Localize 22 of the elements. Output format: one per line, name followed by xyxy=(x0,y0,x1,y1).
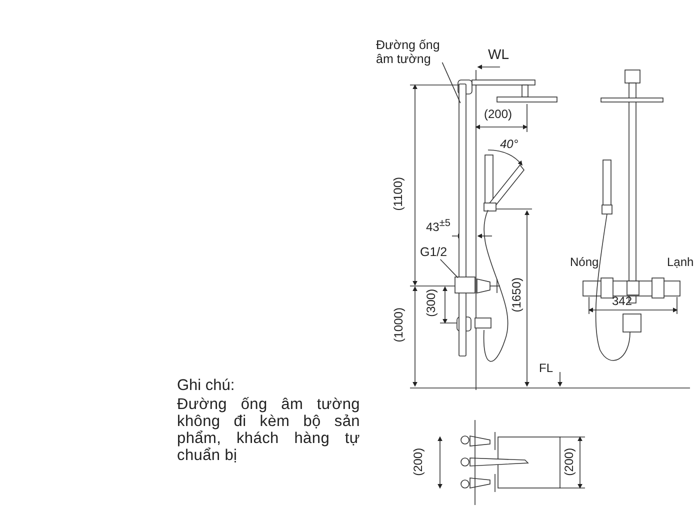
callout-label: Đường ống âm tường xyxy=(376,38,448,67)
dimension-label: (1100) xyxy=(392,177,406,211)
hot-label: Nóng xyxy=(570,256,599,270)
dimension-label: (1650) xyxy=(510,278,524,312)
dimension-label: (200) xyxy=(484,108,512,122)
leader-line xyxy=(442,62,461,104)
wall-pipe xyxy=(458,84,466,356)
angle-label: 40° xyxy=(500,138,518,152)
dimension-label: 342 xyxy=(612,295,632,309)
note-text: Đường ống âm tường không đi kèm bộ sản phẩm, khách hàng tự chuẩn bị xyxy=(177,396,360,464)
note-heading: Ghi chú: xyxy=(177,377,235,395)
water-level-label: WL xyxy=(488,46,509,62)
floor-level-label: FL xyxy=(539,362,554,376)
mixer-body xyxy=(454,276,476,294)
dimension-label: (1000) xyxy=(392,308,406,342)
dimension-label: (200) xyxy=(563,448,577,476)
dimension-label: (200) xyxy=(412,448,426,476)
dimension-label: (300) xyxy=(425,288,439,317)
leader-line xyxy=(440,258,458,278)
thread-size-label: G1/2 xyxy=(420,245,448,260)
dimension-label: 43$^{±5}$ xyxy=(426,218,450,235)
cold-label: Lạnh xyxy=(667,256,694,270)
